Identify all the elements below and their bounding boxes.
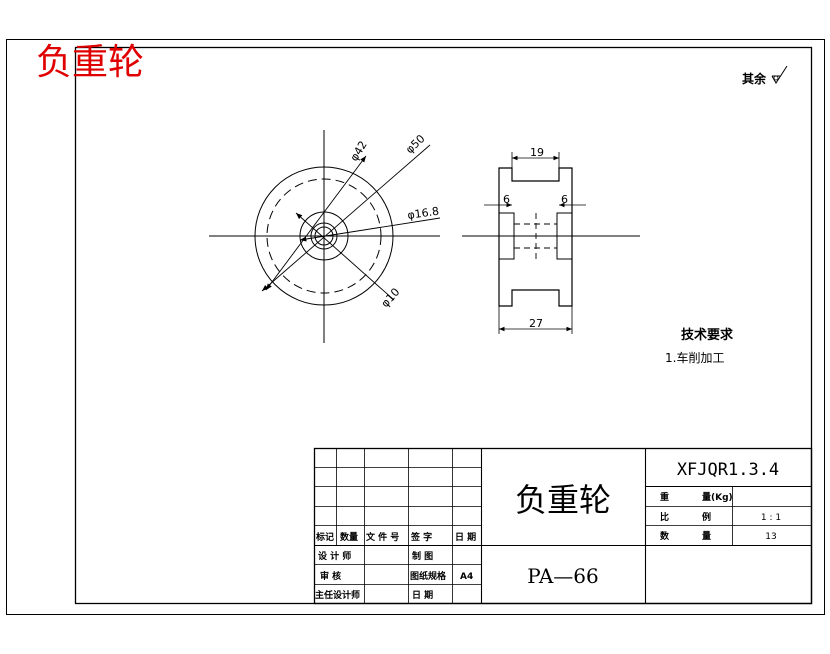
qty-value: 13 [765, 532, 776, 542]
front-view: φ42 φ50 φ16.8 φ10 [209, 130, 441, 343]
title-block-text: 标记 数量 文 件 号 签 字 日 期 设 计 师 审 核 主任设计师 制 图 … [315, 460, 781, 601]
side-view: 19 6 6 27 [462, 146, 640, 334]
tech-requirements-heading: 技术要求 [681, 327, 734, 343]
paper-size-label: 图纸规格 [410, 570, 447, 582]
part-name: 负重轮 [515, 481, 611, 519]
dim-19: 19 [530, 146, 544, 159]
scale-value: 1 : 1 [761, 513, 781, 523]
tech-requirement-item: 1.车削加工 [665, 350, 724, 365]
change-col-sign: 签 字 [410, 531, 432, 543]
dim-phi42: φ42 [348, 139, 370, 164]
dim-6-right: 6 [561, 193, 568, 206]
right-hub-block [556, 212, 573, 260]
change-col-mark: 标记 [315, 531, 334, 543]
change-col-doc: 文 件 号 [365, 531, 399, 543]
role-designer: 设 计 师 [318, 550, 351, 562]
scale-label: 比 [660, 511, 669, 523]
watermark-title: 负重轮 [36, 42, 144, 83]
role-checker: 审 核 [320, 570, 341, 582]
paper-size-value: A4 [460, 572, 473, 582]
surface-finish-icon [771, 65, 788, 84]
drawing-code: XFJQR1.3.4 [677, 460, 779, 480]
tech-requirements: 技术要求 1.车削加工 [665, 327, 734, 365]
title-block [313, 447, 813, 605]
change-col-qty: 数量 [340, 531, 358, 543]
weight-label: 重 [660, 491, 669, 503]
date-label: 日 期 [412, 589, 433, 601]
weight-unit-label: 量(Kg) [702, 491, 733, 503]
dim-phi16-8: φ16.8 [407, 205, 440, 222]
surface-finish-label: 其余 [742, 71, 767, 86]
qty-label-2: 量 [702, 530, 711, 542]
scale-label-2: 例 [702, 511, 711, 523]
dim-27: 27 [529, 317, 543, 330]
outer-border [6, 39, 825, 615]
left-hub-block [498, 212, 515, 260]
surface-finish-note: 其余 [742, 65, 788, 86]
wheel-profile [498, 167, 573, 307]
role-drafter: 制 图 [412, 550, 433, 562]
qty-label: 数 [660, 530, 670, 542]
part-number: PA—66 [527, 564, 599, 588]
change-col-date: 日 期 [455, 531, 476, 543]
dim-6-left: 6 [503, 193, 510, 206]
dim-phi50: φ50 [403, 132, 427, 156]
role-chief-designer: 主任设计师 [315, 589, 360, 601]
